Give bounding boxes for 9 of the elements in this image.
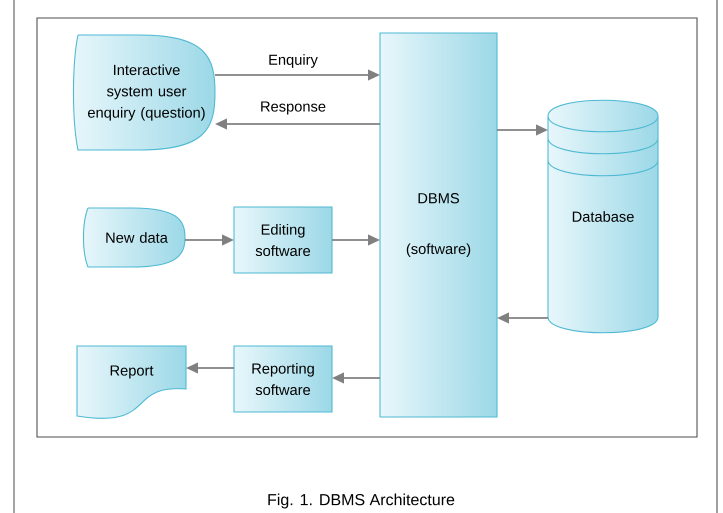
edge-label: Response	[258, 100, 328, 116]
input-shape: Interactive system user enquiry (question)	[72, 34, 216, 151]
edge-label: Enquiry	[266, 52, 320, 70]
process-box: Reporting software	[233, 345, 333, 413]
caption: Fig. 1. DBMS Architecture	[268, 494, 454, 508]
process-box: DBMS (software)	[379, 32, 498, 418]
database-cylinder: Database	[547, 100, 659, 334]
process-box: Editing software	[233, 206, 333, 274]
input-shape: New data	[82, 207, 186, 268]
